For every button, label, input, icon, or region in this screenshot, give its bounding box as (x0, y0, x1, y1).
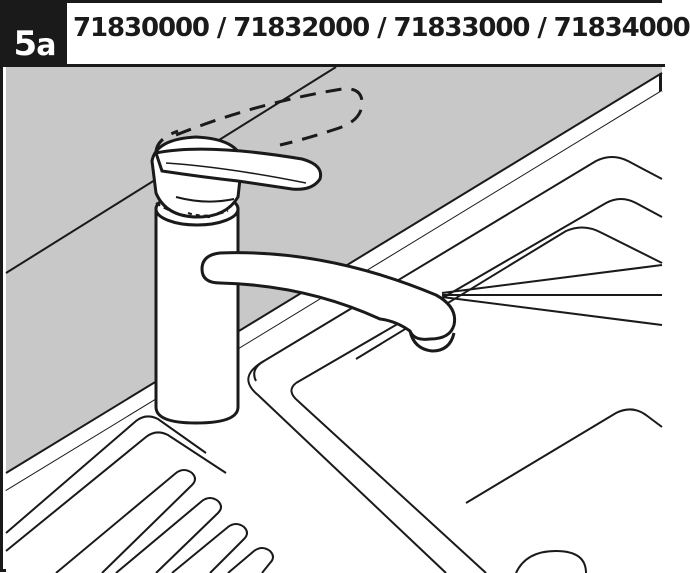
model-numbers-title: 71830000 / 71832000 / 71833000 / 7183400… (73, 13, 690, 43)
step-number: 5 (13, 24, 38, 64)
faucet-body (154, 191, 240, 425)
drainboard-grooves (5, 415, 274, 573)
lever-handle (150, 135, 323, 219)
faucet-spout (200, 251, 457, 353)
faucet-illustration (5, 66, 663, 573)
step-letter: a (36, 28, 57, 63)
rotation-indicator-icon (154, 87, 364, 154)
countertop (6, 91, 662, 573)
water-spray-icon (441, 264, 663, 326)
sink-basin (247, 156, 663, 573)
